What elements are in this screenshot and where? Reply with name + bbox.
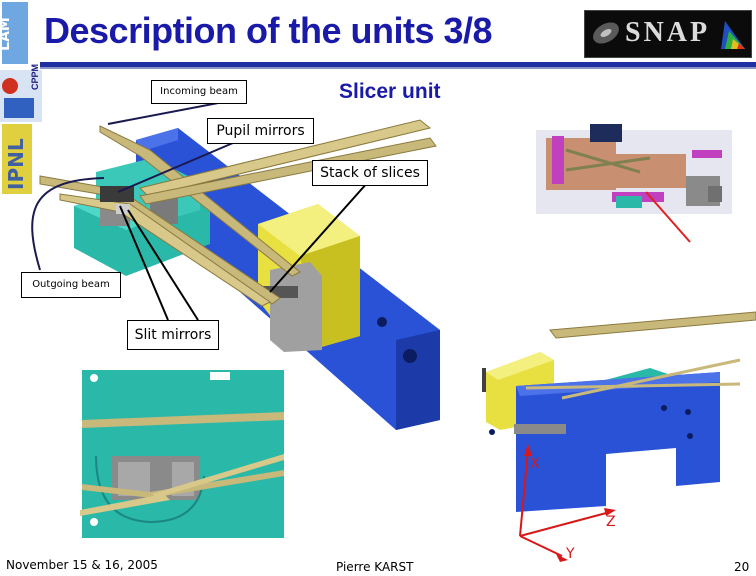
spectrum-icon: [721, 21, 745, 49]
callout-incoming-beam: Incoming beam: [151, 80, 247, 104]
slide-subtitle: Slicer unit: [339, 80, 441, 103]
snap-logo-text: SNAP: [625, 17, 711, 48]
title-rule-shadow: [40, 67, 756, 69]
galaxy-icon: [593, 22, 619, 44]
left-logo-strip: [0, 0, 42, 200]
footer-author: Pierre KARST: [336, 560, 414, 574]
axis-label-x: X: [530, 456, 540, 472]
title-rule: [40, 62, 756, 67]
axis-label-z: Z: [606, 514, 616, 530]
axis-label-y: Y: [566, 546, 575, 562]
callout-pupil-mirrors: Pupil mirrors: [207, 118, 314, 144]
callout-stack-of-slices: Stack of slices: [312, 160, 428, 186]
snap-logo: SNAP: [584, 10, 752, 58]
callout-outgoing-beam: Outgoing beam: [21, 272, 121, 298]
callout-slit-mirrors: Slit mirrors: [127, 320, 219, 350]
footer-date: November 15 & 16, 2005: [6, 558, 158, 572]
footer-page-number: 20: [734, 560, 750, 574]
slide-title: Description of the units 3/8: [44, 10, 493, 51]
